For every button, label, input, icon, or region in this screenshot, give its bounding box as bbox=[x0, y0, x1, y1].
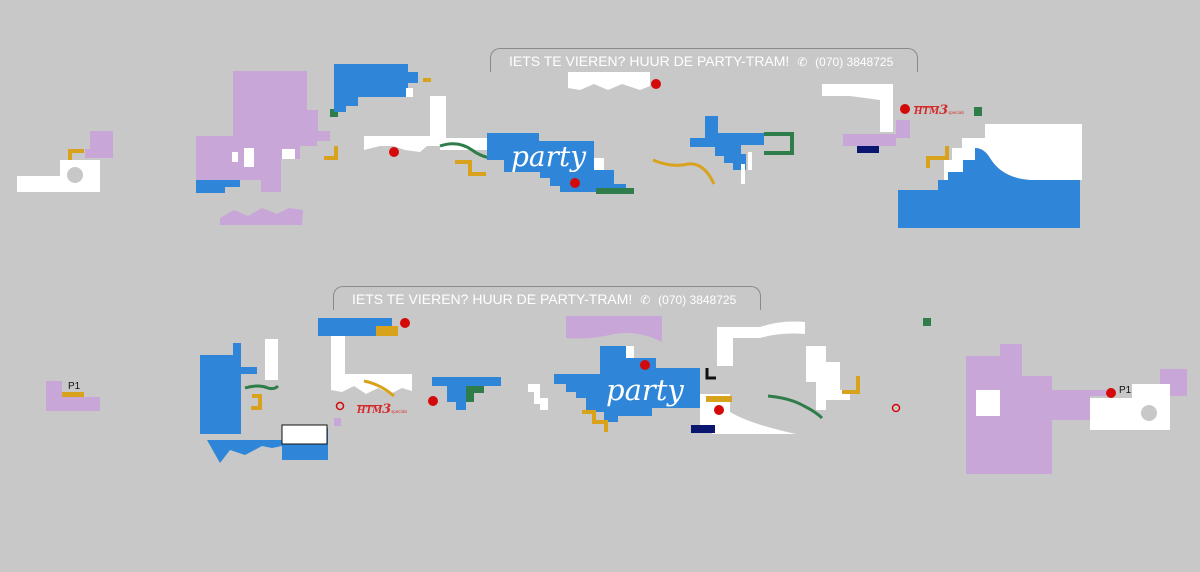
tram-bottom-blue-body bbox=[200, 343, 257, 434]
tram-bottom-navy-bar bbox=[691, 425, 715, 433]
htm-logo-text: HTM bbox=[357, 406, 383, 416]
tram-top-red-light bbox=[570, 178, 580, 188]
tram-bottom-white-block bbox=[806, 346, 850, 410]
tram-top-blue-roof bbox=[334, 64, 418, 112]
tram-bottom-red-light bbox=[640, 360, 650, 370]
phone-icon: ✆ bbox=[640, 293, 651, 307]
tram-bottom-yellow-strip bbox=[706, 396, 732, 402]
tram-top-yellow-strip bbox=[324, 146, 338, 160]
tram-top-green-line bbox=[439, 142, 491, 160]
tram-bottom-green-strip bbox=[466, 386, 484, 402]
tram-top bbox=[17, 64, 1082, 228]
tram-top-lilac-shadow bbox=[220, 208, 303, 225]
tram-top-yellow-steps bbox=[926, 146, 949, 168]
tram-bottom-black-corner bbox=[705, 368, 716, 380]
tram-bottom-yellow-strip bbox=[842, 376, 860, 394]
tram-top-white-front bbox=[938, 124, 1082, 188]
tram-top-yellow-strip bbox=[68, 149, 84, 160]
tram-bottom-window bbox=[281, 424, 328, 445]
htm-logo-three: 3 bbox=[939, 103, 949, 118]
tram-bottom-white-roof bbox=[717, 321, 805, 366]
tram-bottom-window bbox=[976, 390, 1000, 416]
htm-specials-logo: HTM3specials bbox=[914, 104, 964, 118]
tram-top-white-pole bbox=[741, 152, 752, 184]
tram-top-blue-base bbox=[196, 180, 240, 193]
tram-bottom-lilac-block bbox=[46, 381, 100, 411]
tram-bottom-party-label: party bbox=[606, 373, 684, 407]
tram-bottom-lilac-roof bbox=[566, 316, 662, 342]
tram-top-window bbox=[232, 152, 238, 162]
htm-logo-text: HTM bbox=[914, 107, 940, 117]
htm-specials-logo: HTM3specials bbox=[357, 403, 407, 417]
stop-label: P1 bbox=[1119, 385, 1132, 396]
slogan-text: IETS TE VIEREN? HUUR DE PARTY-TRAM! bbox=[352, 291, 633, 307]
tram-top-red-light bbox=[651, 79, 661, 89]
tram-bottom-blue-party-block bbox=[554, 346, 700, 422]
tram-bottom-white-step bbox=[626, 346, 634, 358]
tram-bottom-yellow-strip bbox=[376, 326, 398, 336]
tram-bottom-lilac-square bbox=[334, 418, 341, 426]
tram-bottom-yellow-line bbox=[363, 379, 395, 398]
htm-logo-specials: specials bbox=[948, 110, 965, 115]
tram-top-yellow-steps bbox=[455, 160, 486, 176]
tram-bottom-yellow-strip bbox=[62, 392, 84, 397]
tram-top-blue-party-block bbox=[487, 133, 626, 192]
tram-top-yellow-wave bbox=[652, 158, 716, 185]
tram-bottom-yellow-strip bbox=[251, 394, 262, 410]
tram-bottom-white-floor bbox=[700, 394, 796, 434]
tram-bottom-yellow-steps bbox=[582, 410, 608, 432]
phone-number: (070) 3848725 bbox=[658, 293, 737, 307]
phone-number: (070) 3848725 bbox=[815, 55, 894, 69]
tram-top-party-label: party bbox=[511, 140, 587, 173]
tram-bottom-red-ring bbox=[335, 401, 345, 411]
tram-bottom-white-steps bbox=[528, 384, 548, 410]
tram-bottom-red-light bbox=[1106, 388, 1116, 398]
tram-top-navy-bar bbox=[857, 146, 879, 153]
tram-bottom-slogan-banner: IETS TE VIEREN? HUUR DE PARTY-TRAM! ✆ (0… bbox=[333, 286, 761, 310]
tram-top-window bbox=[244, 148, 254, 167]
tram-bottom-red-light bbox=[714, 405, 724, 415]
tram-bottom-lilac-body bbox=[966, 344, 1106, 474]
tram-top-green-frame bbox=[764, 132, 794, 155]
tram-bottom-white-pole bbox=[265, 339, 278, 380]
tram-bottom-green-line bbox=[767, 394, 824, 420]
tram-bottom-red-light bbox=[428, 396, 438, 406]
tram-bottom-red-light bbox=[400, 318, 410, 328]
tram-top-red-light bbox=[900, 104, 910, 114]
tram-top-lilac-block bbox=[843, 120, 910, 146]
tram-top-green-square bbox=[330, 109, 338, 117]
tram-top-white-roof bbox=[822, 84, 893, 132]
tram-bottom bbox=[46, 316, 1187, 474]
tram-top-blue-cross bbox=[690, 116, 764, 170]
tram-top-wheel bbox=[67, 167, 83, 183]
tram-bottom-wheel bbox=[1141, 405, 1157, 421]
phone-icon: ✆ bbox=[797, 55, 808, 69]
tram-top-white-band bbox=[364, 96, 487, 152]
tram-top-green-strip bbox=[596, 188, 634, 194]
tram-bottom-green-line bbox=[244, 384, 280, 391]
tram-top-white-wave bbox=[568, 72, 650, 90]
htm-logo-three: 3 bbox=[382, 402, 392, 417]
slogan-text: IETS TE VIEREN? HUUR DE PARTY-TRAM! bbox=[509, 53, 790, 69]
tram-top-white-step bbox=[594, 158, 604, 170]
tram-top-lilac-body bbox=[196, 71, 330, 192]
tram-top-green-square bbox=[974, 107, 982, 116]
stop-label: P1 bbox=[68, 381, 81, 392]
tram-top-white-block bbox=[17, 160, 100, 192]
tram-top-white-strip bbox=[282, 149, 295, 159]
tram-top-red-light bbox=[389, 147, 399, 157]
tram-top-slogan-banner: IETS TE VIEREN? HUUR DE PARTY-TRAM! ✆ (0… bbox=[490, 48, 918, 72]
tram-bottom-green-square bbox=[923, 318, 931, 326]
tram-top-white-pole bbox=[406, 88, 413, 97]
tram-top-blue-front bbox=[898, 148, 1080, 228]
tram-top-lilac-block bbox=[85, 131, 113, 158]
tram-bottom-red-ring bbox=[891, 403, 901, 413]
tram-bottom-white-frame bbox=[331, 336, 412, 394]
htm-logo-specials: specials bbox=[391, 409, 408, 414]
